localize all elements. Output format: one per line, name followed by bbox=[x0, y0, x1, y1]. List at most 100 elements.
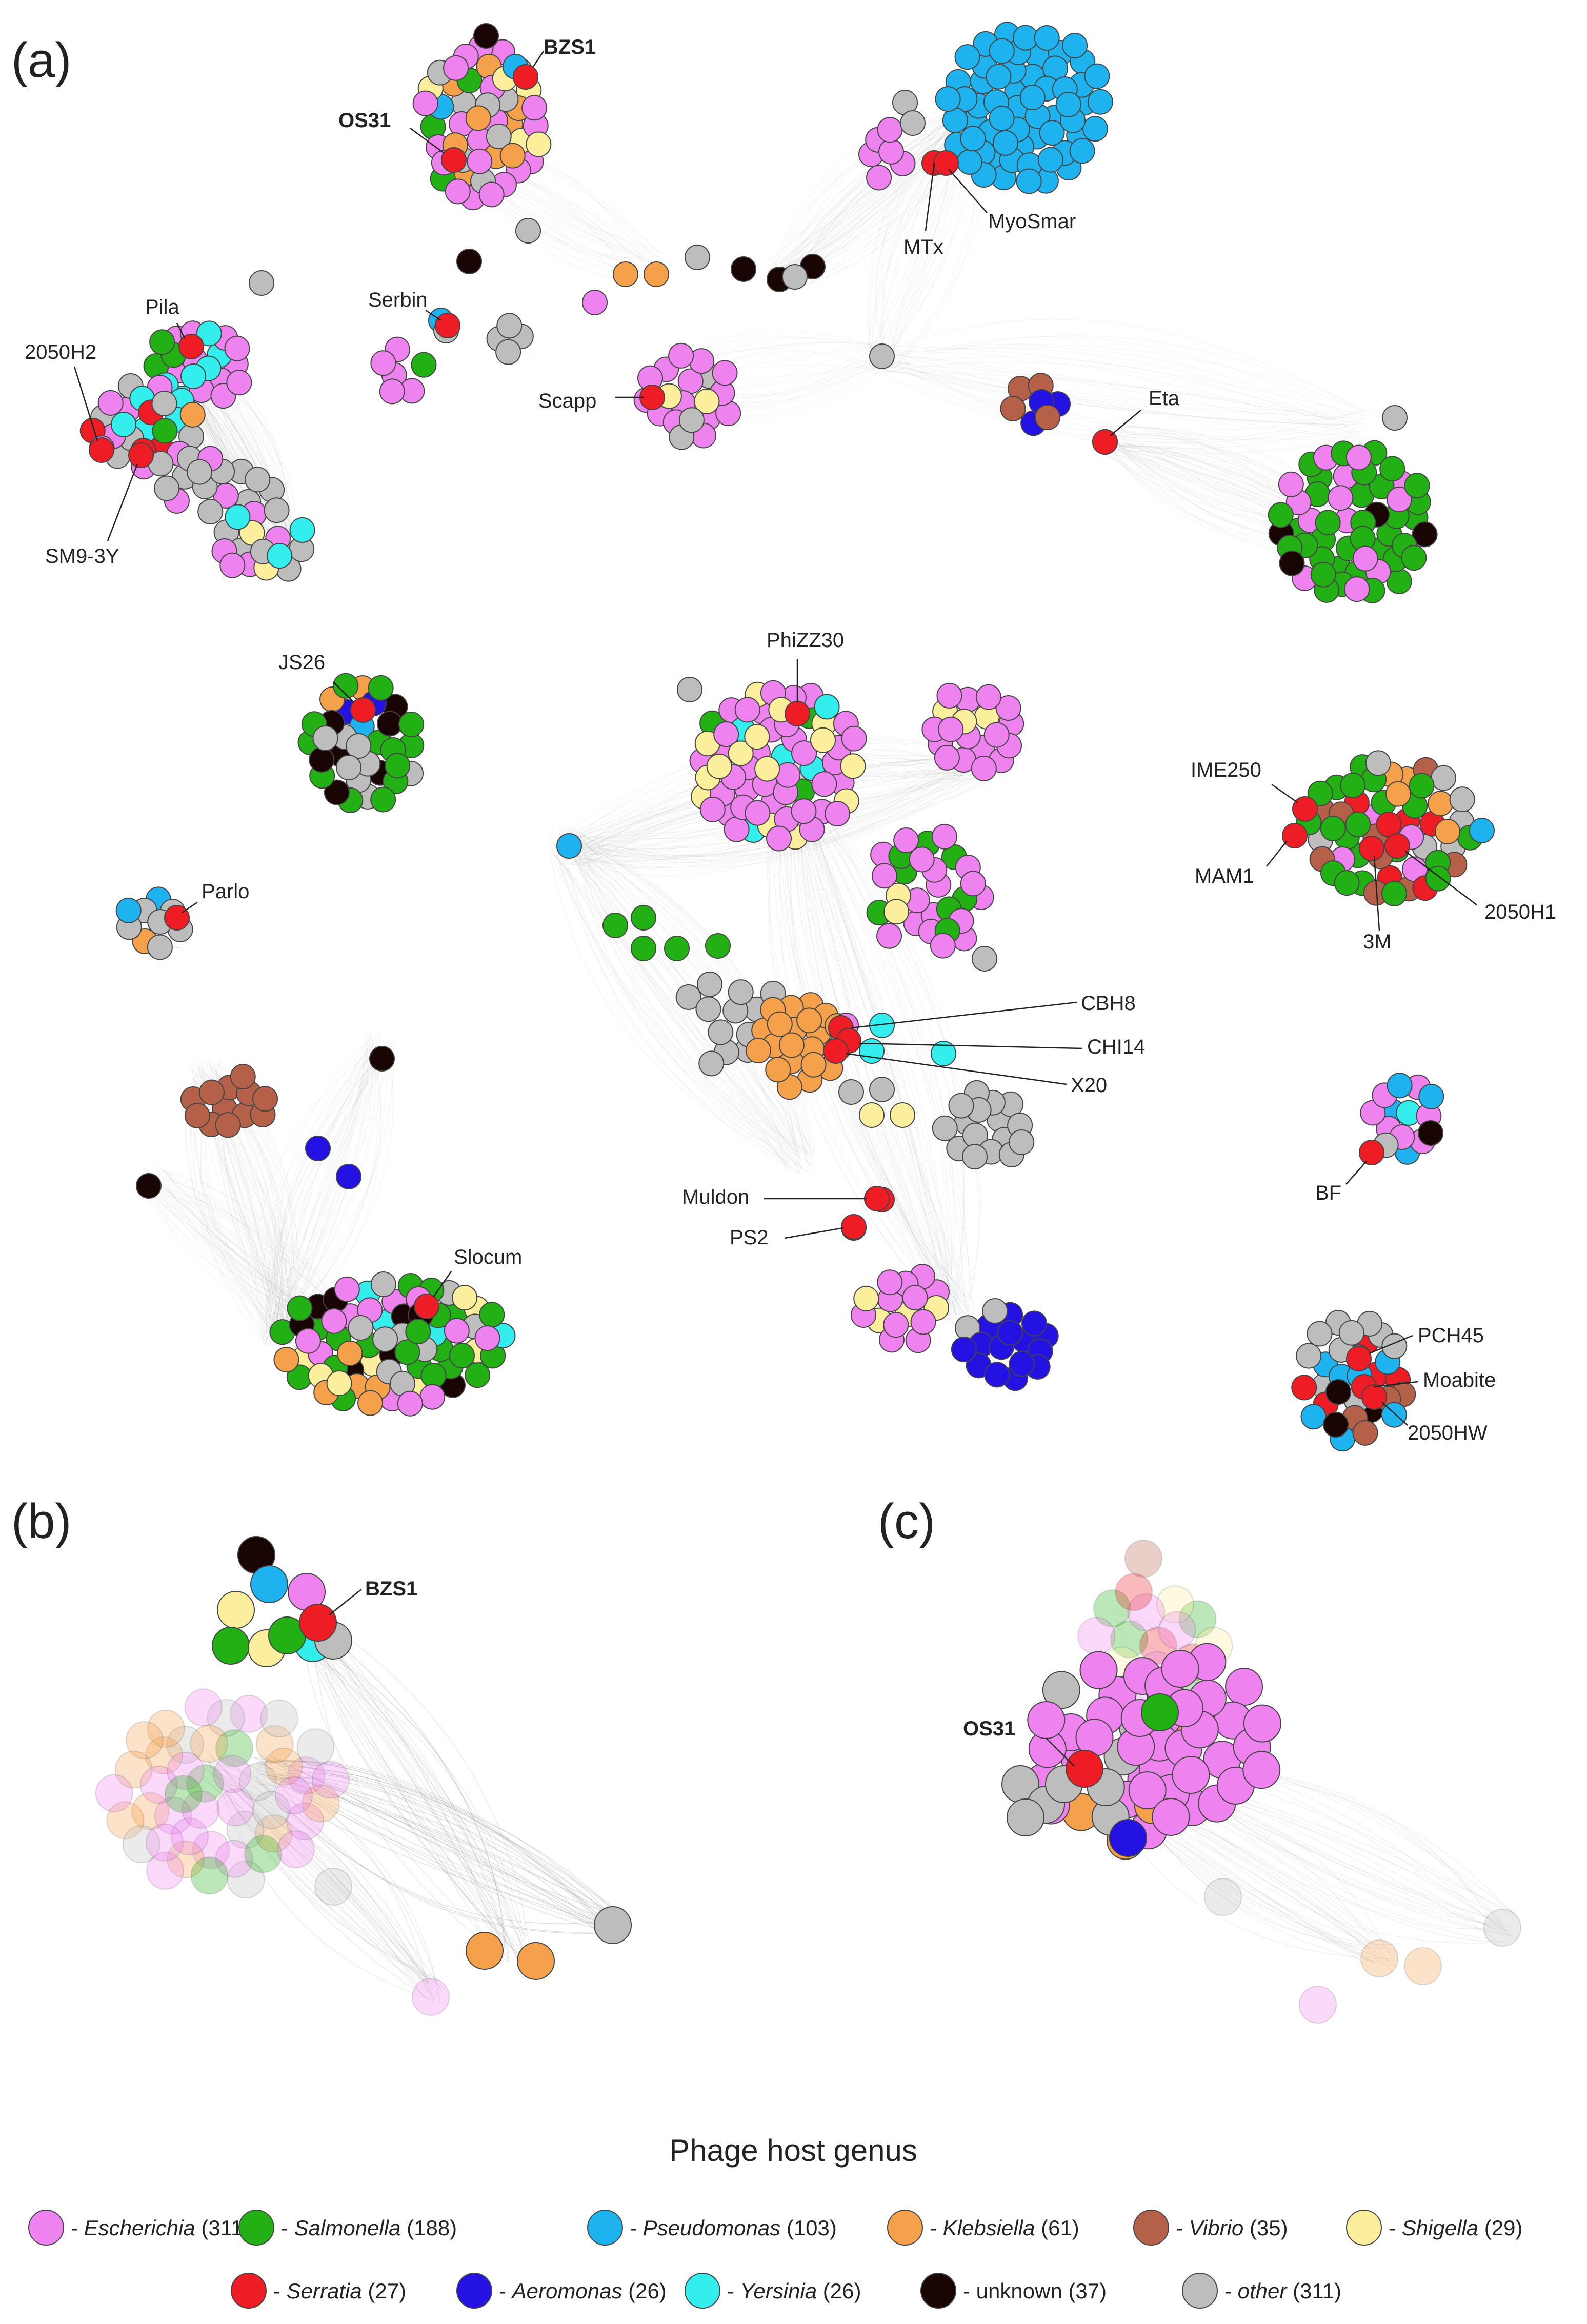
phage-node-js26 bbox=[350, 697, 376, 723]
node-other bbox=[962, 1144, 988, 1170]
legend-item-escherichia: - Escherichia (311) bbox=[28, 2210, 250, 2246]
node-klebsiella bbox=[1428, 791, 1454, 817]
node-escherichia bbox=[370, 350, 396, 376]
node-pseudomonas bbox=[1016, 168, 1042, 194]
node-escherichia bbox=[219, 552, 246, 578]
legend-swatch-vibrio bbox=[1133, 2210, 1169, 2246]
edge bbox=[572, 834, 804, 1171]
node-klebsiella bbox=[613, 261, 638, 287]
node-salmonella bbox=[1307, 780, 1333, 806]
edge bbox=[251, 1771, 601, 1924]
edge bbox=[572, 835, 800, 1171]
edge bbox=[552, 836, 801, 1175]
node-salmonella bbox=[664, 936, 690, 961]
node-escherichia bbox=[791, 740, 817, 766]
edge bbox=[266, 1772, 604, 1925]
edge bbox=[278, 1040, 374, 1322]
edge bbox=[774, 757, 957, 1319]
edge bbox=[190, 1079, 290, 1329]
node-vibrio bbox=[1034, 404, 1060, 430]
node-pseudomonas bbox=[1469, 818, 1495, 843]
label-leader-line bbox=[1345, 1161, 1367, 1185]
legend-item-aeromonas: - Aeromonas (26) bbox=[456, 2273, 667, 2309]
edge bbox=[1114, 450, 1358, 533]
node-other bbox=[1296, 1343, 1322, 1369]
node-escherichia bbox=[930, 933, 956, 959]
node-escherichia bbox=[1172, 1755, 1210, 1794]
edge bbox=[286, 1055, 373, 1321]
label-leader-line bbox=[176, 322, 186, 339]
phage-node-2050hw bbox=[1361, 1384, 1387, 1410]
node-other bbox=[869, 1077, 895, 1102]
node-pseudomonas bbox=[1087, 89, 1113, 115]
edge bbox=[225, 1771, 439, 1993]
node-other bbox=[677, 677, 702, 702]
edge bbox=[320, 1630, 507, 1939]
node-other bbox=[728, 979, 754, 1005]
phage-node-muldon bbox=[864, 1186, 890, 1211]
node-escherichia bbox=[841, 725, 867, 752]
legend-swatch-aeromonas bbox=[456, 2273, 492, 2309]
edge bbox=[275, 1033, 379, 1336]
edge bbox=[563, 829, 801, 1169]
node-unknown bbox=[324, 779, 350, 805]
edge bbox=[226, 1757, 424, 1997]
edge bbox=[289, 1050, 393, 1325]
node-salmonella bbox=[398, 711, 425, 737]
node-unknown bbox=[376, 711, 403, 737]
node-klebsiella bbox=[114, 1750, 153, 1789]
edge bbox=[784, 769, 974, 1321]
edge bbox=[554, 854, 801, 1157]
node-other bbox=[695, 996, 721, 1022]
edge bbox=[212, 1757, 430, 1984]
edge bbox=[277, 1758, 628, 1932]
node-escherichia bbox=[1225, 1668, 1263, 1706]
edge bbox=[564, 764, 973, 861]
node-unknown bbox=[309, 746, 335, 773]
node-klebsiella bbox=[1385, 781, 1411, 807]
edge bbox=[880, 360, 1371, 440]
node-escherichia bbox=[909, 846, 935, 873]
node-salmonella bbox=[394, 1339, 420, 1365]
node-salmonella bbox=[1334, 870, 1360, 896]
node-klebsiella bbox=[1360, 1939, 1398, 1977]
edge bbox=[261, 1783, 628, 1930]
node-other bbox=[594, 1906, 632, 1944]
edge bbox=[315, 1630, 524, 1953]
label-bzs1-b: BZS1 bbox=[365, 1578, 417, 1600]
edge bbox=[200, 1772, 427, 1984]
node-escherichia bbox=[713, 721, 739, 747]
node-other bbox=[147, 934, 173, 960]
edge bbox=[872, 319, 1362, 411]
edge bbox=[328, 1625, 501, 1942]
node-salmonella bbox=[333, 673, 359, 699]
label-os31: OS31 bbox=[338, 109, 391, 132]
label-2050hw: 2050HW bbox=[1408, 1422, 1488, 1444]
node-salmonella bbox=[1409, 773, 1435, 799]
label-pch45: PCH45 bbox=[1418, 1324, 1484, 1347]
node-escherichia bbox=[878, 138, 905, 165]
edge bbox=[588, 774, 971, 857]
edge bbox=[888, 348, 1360, 436]
edge bbox=[879, 351, 1351, 436]
legend-swatch-klebsiella bbox=[887, 2210, 923, 2246]
edge bbox=[780, 107, 970, 281]
edge bbox=[260, 1755, 605, 1924]
edge bbox=[212, 1773, 443, 1993]
legend-label-shigella: - Shigella (29) bbox=[1389, 2216, 1522, 2240]
edge bbox=[775, 754, 951, 1314]
edge bbox=[304, 1640, 510, 1959]
node-escherichia bbox=[876, 923, 902, 949]
node-serratia bbox=[1376, 812, 1402, 838]
phage-node-myosmar bbox=[933, 150, 959, 176]
edge bbox=[327, 1648, 505, 1943]
node-shigella bbox=[694, 388, 720, 414]
node-salmonella bbox=[479, 1302, 505, 1328]
phage-node-slocum bbox=[414, 1294, 439, 1319]
edge bbox=[1129, 1619, 1181, 1657]
node-other bbox=[838, 1079, 864, 1105]
edge bbox=[310, 1636, 511, 1961]
node-other bbox=[245, 467, 271, 493]
node-salmonella bbox=[1141, 1693, 1179, 1731]
